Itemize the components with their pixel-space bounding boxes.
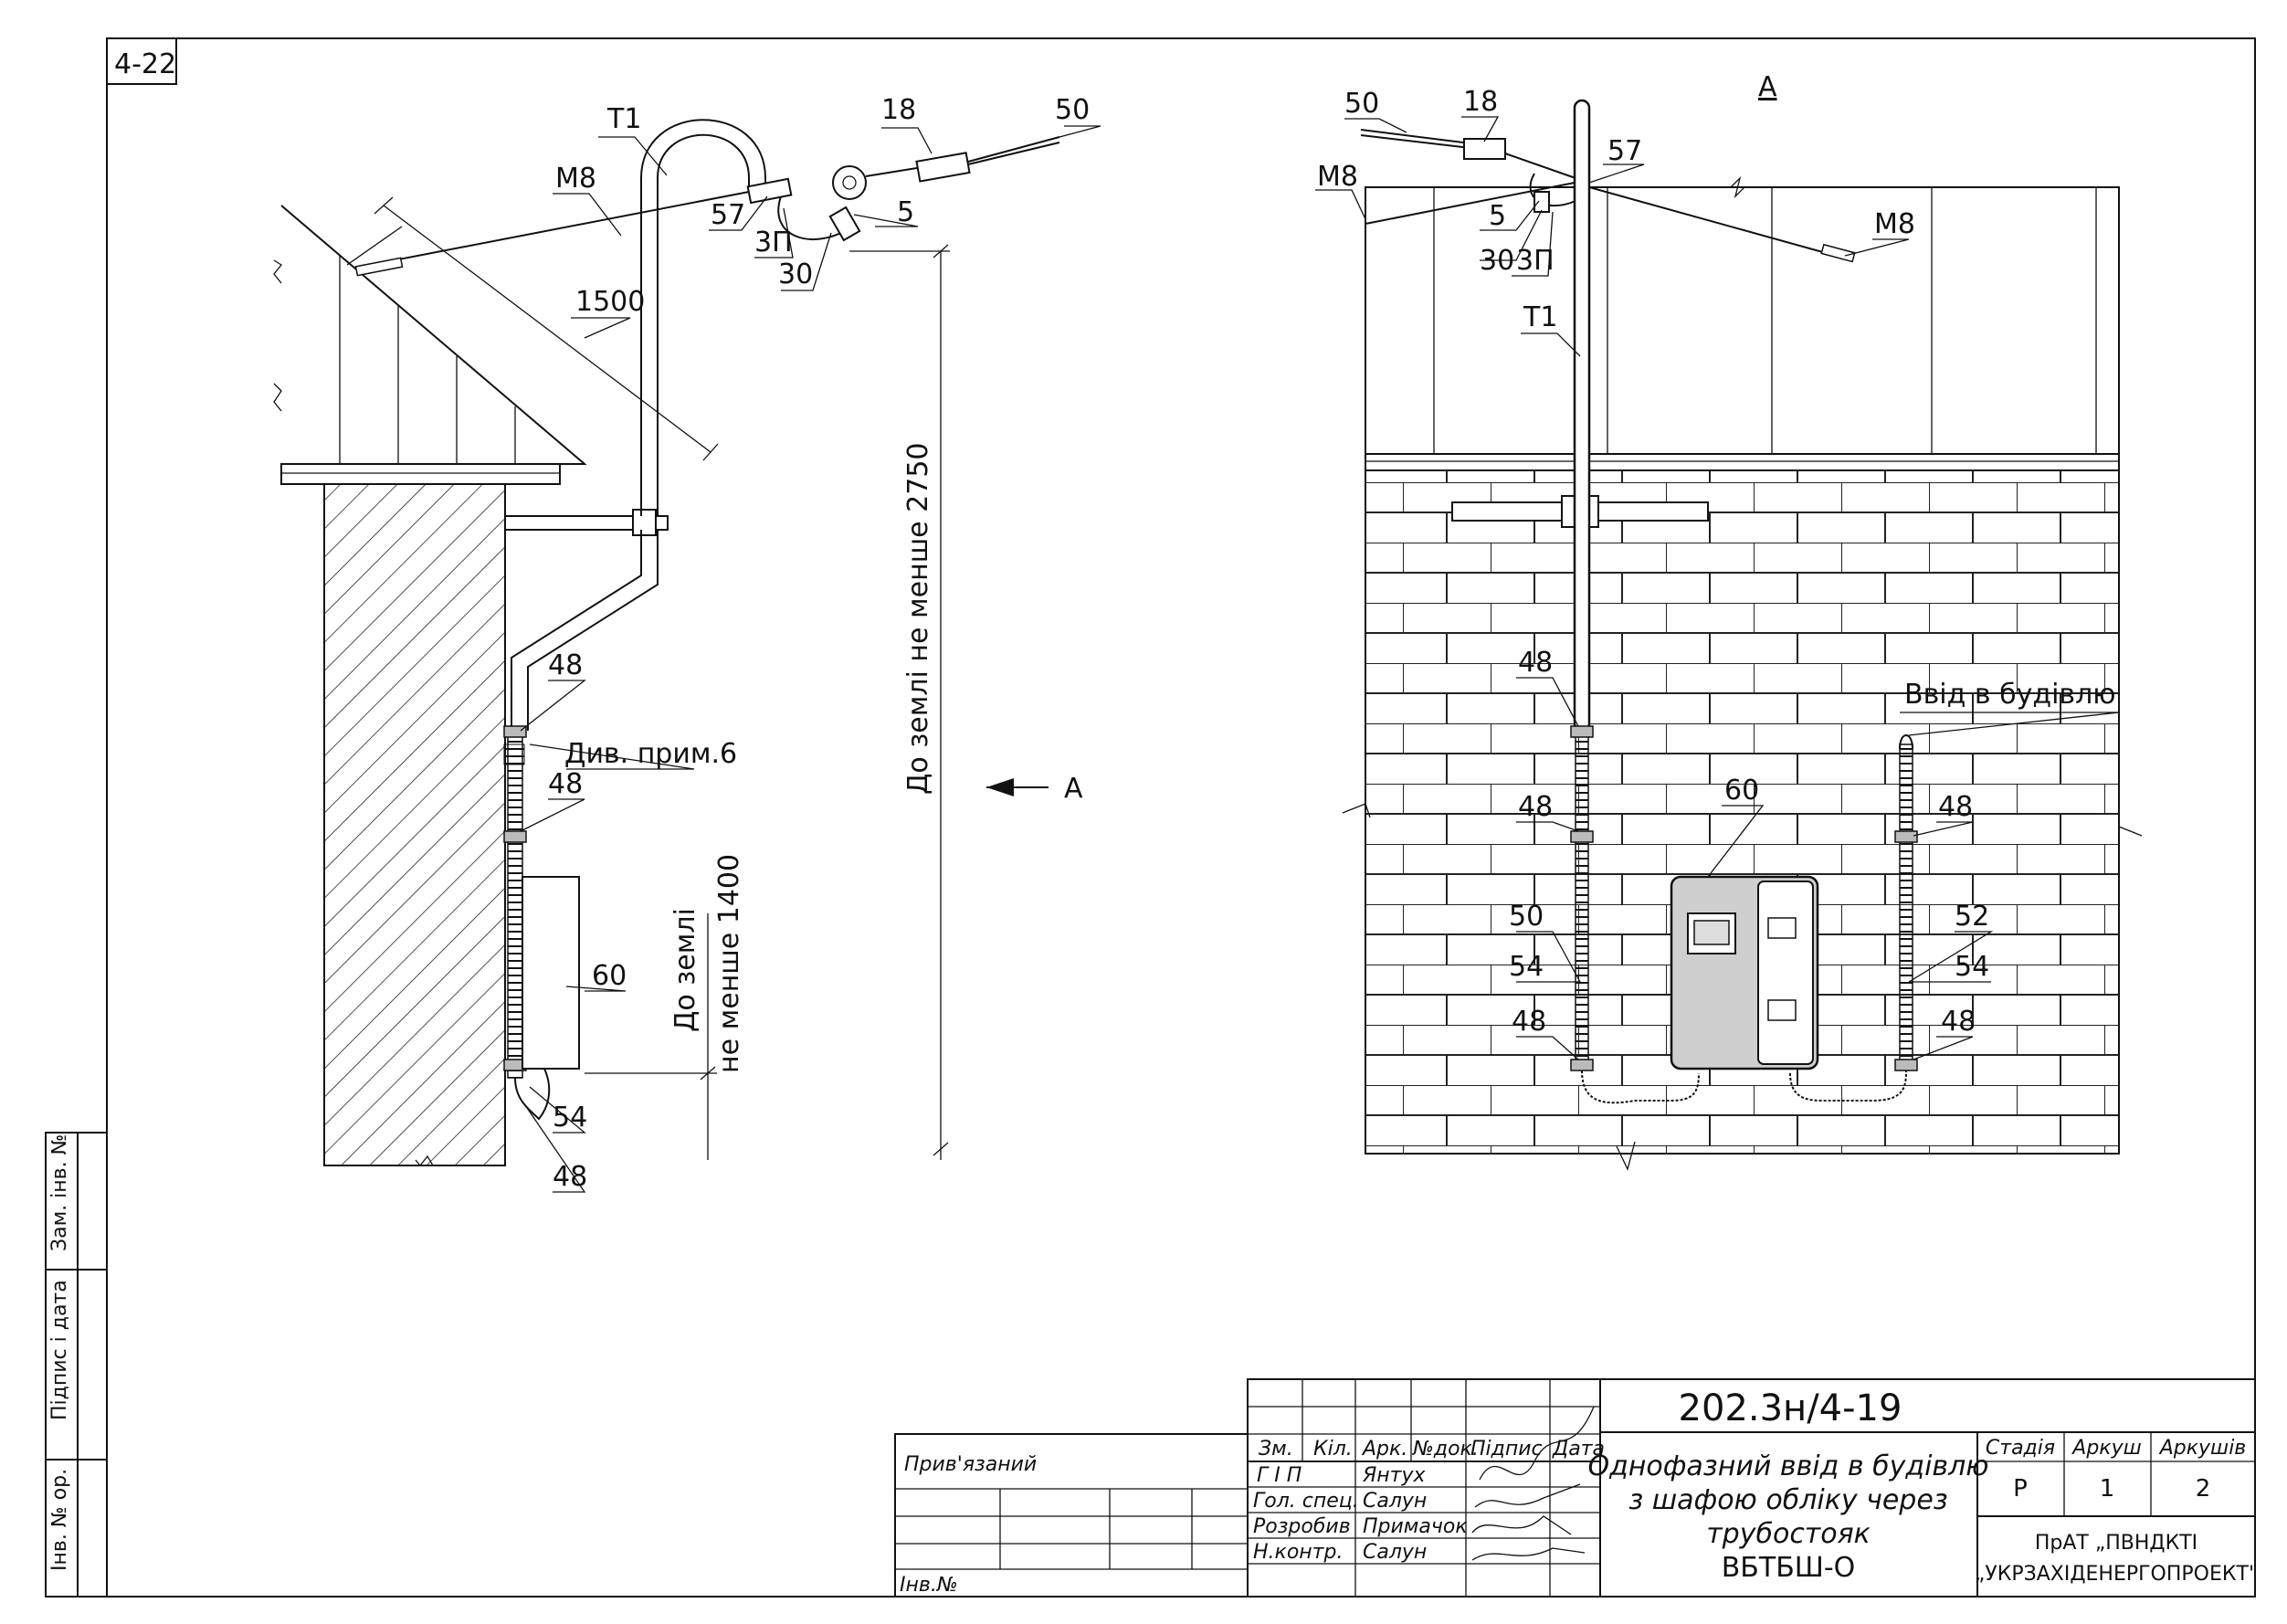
label-r-18: 18	[1463, 86, 1498, 118]
tb-name-3: Примачок	[1363, 1515, 1468, 1538]
tension-clamp-18-front	[1463, 138, 1506, 160]
view-a-title: A	[1758, 71, 1777, 103]
tb-sheet: 1	[2100, 1475, 2115, 1503]
label-r-52: 52	[1955, 901, 1989, 933]
wall-section	[323, 483, 506, 1166]
view-arrow-label: A	[1064, 773, 1083, 805]
tb-role-2: Гол. спец.	[1253, 1490, 1359, 1513]
label-30: 30	[778, 258, 813, 290]
label-57: 57	[711, 199, 745, 231]
title-block: Прив'язаний Інв.№ Зм. Кіл. Арк. №док. Пі…	[894, 1378, 2258, 1598]
tb-stage-header: Стадія	[1986, 1437, 2055, 1460]
tb-title-1: Однофазний ввід в будівлю	[1587, 1450, 1988, 1482]
tb-role-1: Г І П	[1257, 1464, 1302, 1487]
label-r-48-b: 48	[1518, 791, 1553, 823]
label-r-50: 50	[1344, 88, 1379, 120]
roof-gable	[273, 205, 587, 485]
label-48-bot: 48	[553, 1161, 587, 1193]
label-note: Див. прим.6	[564, 738, 737, 770]
signatures	[1471, 1406, 1595, 1561]
dim-ground-box-1: До землі	[669, 908, 701, 1032]
tb-title-3: трубостояк	[1706, 1518, 1871, 1550]
label-r-54-l: 54	[1509, 951, 1544, 983]
corrugated-conduit	[507, 730, 523, 1079]
label-r-48-e: 48	[1941, 1006, 1976, 1038]
label-r-57: 57	[1607, 135, 1642, 167]
label-50: 50	[1055, 94, 1090, 126]
label-r-54-r: 54	[1955, 951, 1989, 983]
label-r-t1: T1	[1523, 301, 1557, 333]
side-stamp-cell-3: Інв. № ор.	[48, 1469, 71, 1571]
dim-ground-box-2: не менше 1400	[713, 854, 745, 1073]
side-stamp-cell-2: Підпис і дата	[48, 1280, 71, 1420]
conduit-left	[1575, 730, 1589, 1070]
conduit-right	[1899, 743, 1913, 1070]
tb-h-ark: Арк.	[1361, 1438, 1407, 1461]
tb-title-4: ВБТБШ-О	[1722, 1552, 1856, 1584]
label-r-m8-right: M8	[1874, 208, 1915, 240]
tb-sheets-header: Аркушів	[2158, 1437, 2247, 1460]
side-stamp: Зам. інв. № Підпис і дата Інв. № ор.	[45, 1132, 108, 1598]
side-stamp-cell-1: Зам. інв. №	[48, 1134, 71, 1252]
label-r-entry: Ввід в будівлю	[1904, 679, 2116, 711]
tb-h-ndok: №док.	[1412, 1438, 1479, 1461]
meter-cabinet-side	[522, 876, 580, 1070]
gable-facade	[1365, 186, 2120, 455]
clamp-48-mid	[503, 830, 527, 843]
label-r-30: 30	[1480, 245, 1514, 277]
label-m8: M8	[555, 163, 596, 195]
wall-bracket	[504, 515, 669, 531]
meter-cabinet	[1670, 875, 1819, 1070]
label-r-48-d: 48	[1512, 1006, 1546, 1038]
label-r-3p: 3П	[1516, 245, 1555, 277]
dim-ground-main: До землі не менше 2750	[902, 442, 934, 795]
label-r-60: 60	[1724, 775, 1759, 807]
tb-name-2: Салун	[1363, 1490, 1427, 1513]
tb-name-1: Янтух	[1362, 1464, 1427, 1487]
tb-title-2: з шафою обліку через	[1628, 1484, 1948, 1516]
tb-sheets: 2	[2196, 1475, 2211, 1503]
label-r-48-a: 48	[1518, 647, 1553, 679]
tb-sheet-header: Аркуш	[2071, 1437, 2141, 1460]
label-60: 60	[592, 960, 627, 992]
sheet-number: 4-22	[114, 48, 176, 80]
tb-org-1: ПрАТ „ПВНДКТІ	[2035, 1532, 2197, 1555]
tb-h-kil: Кіл.	[1313, 1438, 1353, 1461]
right-view: A	[1315, 71, 2143, 1171]
label-1500: 1500	[575, 286, 645, 318]
tb-h-zm: Зм.	[1259, 1438, 1293, 1461]
label-r-50-b: 50	[1509, 901, 1544, 933]
tb-bound: Прив'язаний	[904, 1453, 1037, 1476]
label-3p: 3П	[754, 227, 793, 258]
tension-clamp-18	[915, 152, 971, 183]
tb-h-pidpys: Підпис	[1470, 1438, 1543, 1461]
pipe-riser-front	[1573, 99, 1591, 733]
tb-role-3: Розробив	[1253, 1515, 1351, 1538]
tb-role-4: Н.контр.	[1253, 1541, 1343, 1564]
label-54: 54	[553, 1102, 587, 1134]
label-r-48-c: 48	[1938, 791, 1973, 823]
label-r-m8-left: M8	[1317, 161, 1358, 193]
tb-stage: Р	[2013, 1475, 2028, 1503]
label-r-5: 5	[1489, 200, 1506, 232]
clamp-48-top	[503, 725, 527, 738]
label-48-top: 48	[548, 649, 583, 681]
tb-code: 202.3н/4-19	[1679, 1387, 1902, 1429]
left-view: До землі не менше 2750 До землі не менше…	[273, 94, 1101, 1193]
tb-org-2: „УКРЗАХІДЕНЕРГОПРОЕКТ"	[1975, 1563, 2258, 1586]
pipe-riser	[511, 119, 766, 731]
label-48-mid: 48	[548, 768, 583, 800]
tb-inv-no: Інв.№	[900, 1574, 958, 1597]
label-18: 18	[881, 94, 916, 126]
tb-name-4: Салун	[1363, 1541, 1427, 1564]
label-t1: T1	[606, 103, 641, 135]
label-5: 5	[897, 196, 914, 228]
